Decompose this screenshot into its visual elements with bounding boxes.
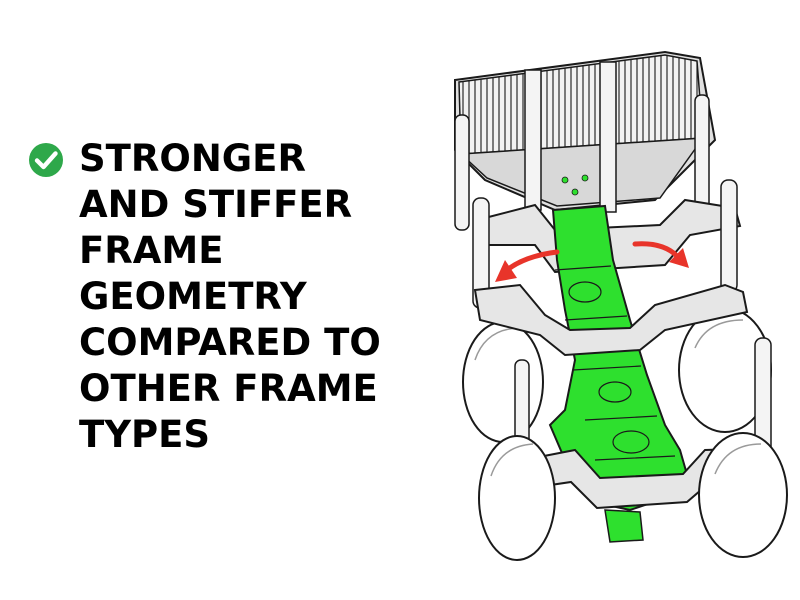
wheel-left-front bbox=[478, 435, 556, 561]
feature-claim: STRONGER AND STIFFER FRAME GEOMETRY COMP… bbox=[28, 136, 428, 458]
claim-text: STRONGER AND STIFFER FRAME GEOMETRY COMP… bbox=[79, 137, 381, 456]
load-grille bbox=[454, 50, 717, 213]
wheel-left-rear bbox=[462, 321, 544, 443]
bidirectional-arc-arrow-icon bbox=[495, 241, 689, 282]
middle-bolster bbox=[473, 283, 749, 357]
check-circle-icon bbox=[29, 143, 63, 177]
wheel-right-front bbox=[698, 432, 788, 558]
trailer-frame-illustration bbox=[454, 50, 788, 561]
